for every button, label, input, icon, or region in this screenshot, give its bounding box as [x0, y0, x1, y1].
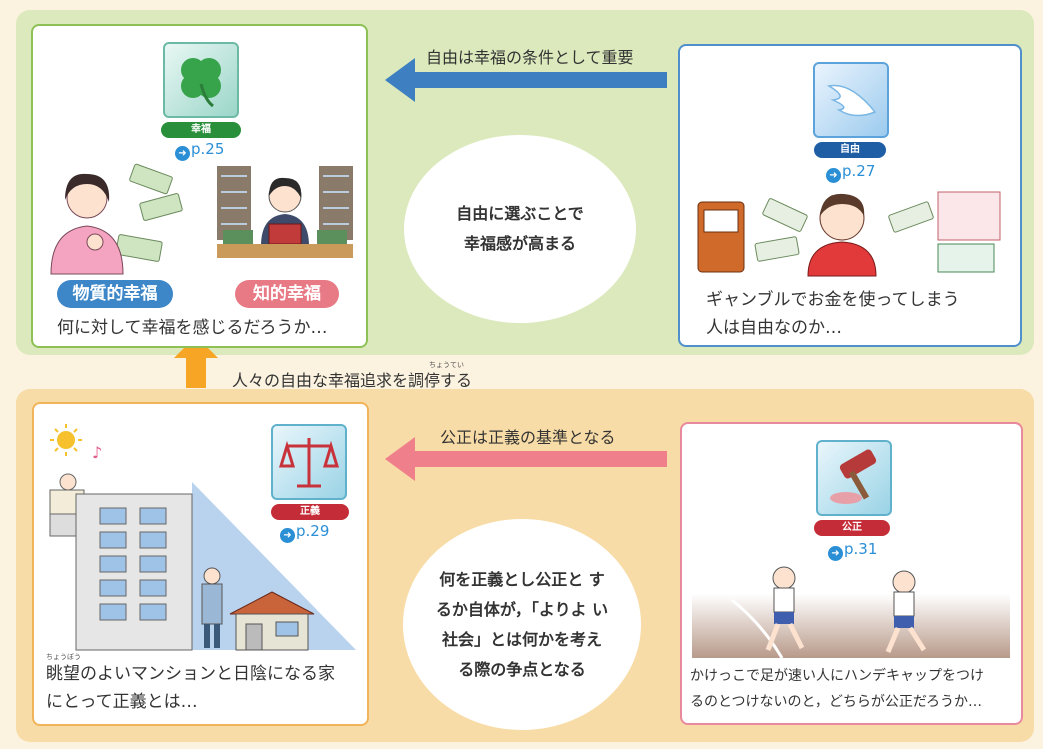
caption-happiness: 何に対して幸福を感じるだろうか…	[57, 318, 328, 338]
tag-material-happiness: 物質的幸福	[57, 280, 173, 308]
woman-with-money-illustration	[50, 163, 183, 275]
badge-fairness: 公正	[814, 520, 890, 536]
orange-up-arrow	[174, 336, 218, 388]
page-ref-justice[interactable]: ➜p.29	[280, 522, 329, 543]
wing-icon	[813, 62, 889, 138]
connector-fairness-justice: 公正は正義の基準となる	[440, 428, 616, 447]
page-ref-happiness[interactable]: ➜p.25	[175, 140, 224, 161]
card-freedom: 自由 ➜p.27 ギャンブルでお金を使ってしまう 人は自由なのか…	[678, 44, 1022, 347]
mansion-shade-illustration: ♪	[49, 424, 356, 651]
clover-icon	[163, 42, 239, 118]
caption-fairness-line2: るのとつけないのと，どちらが公正だろうか…	[690, 694, 983, 710]
card-fairness: 公正 ➜p.31 かけっこで足が速い人にハンデキャップをつけ るのとつけないのと…	[680, 422, 1023, 725]
ruby-choubou: ちょうぼう	[46, 653, 81, 661]
arrow-right-icon: ➜	[175, 146, 190, 161]
ruby-choutei: ちょうてい	[429, 361, 464, 369]
page-ref-text: p.31	[844, 540, 878, 558]
blue-arrow	[385, 58, 667, 102]
caption-justice-line1: 眺望のよいマンションと日陰になる家	[46, 664, 335, 684]
arrow-right-icon: ➜	[828, 546, 843, 561]
caption-justice-line2: にとって正義とは…	[46, 692, 198, 712]
arrow-right-icon: ➜	[280, 528, 295, 543]
running-race-illustration	[692, 566, 1010, 659]
page-ref-fairness[interactable]: ➜p.31	[828, 540, 877, 561]
bubble-bottom-text: 何を正義とし公正と するか自体が，「よりよ い社会」とは何かを考え る際の争点と…	[435, 569, 609, 679]
gambling-illustration	[697, 191, 1001, 277]
tag-intellectual-happiness: 知的幸福	[235, 280, 339, 308]
badge-justice: 正義	[271, 504, 349, 520]
gavel-icon	[816, 440, 892, 516]
page-ref-freedom[interactable]: ➜p.27	[826, 162, 875, 183]
page-ref-text: p.29	[296, 522, 330, 540]
connector-justice-happiness: 人々の自由な幸福追求を調停する	[232, 371, 473, 390]
page-ref-text: p.25	[191, 140, 225, 158]
pink-arrow	[385, 437, 667, 481]
arrow-right-icon: ➜	[826, 168, 841, 183]
caption-freedom-line1: ギャンブルでお金を使ってしまう	[706, 290, 960, 310]
student-library-illustration	[217, 166, 353, 258]
badge-happiness: 幸福	[161, 122, 241, 138]
bubble-top-text: 自由に選ぶことで 幸福感が高まる	[456, 204, 584, 253]
card-justice: 正義 ➜p.29 ♪ ちょうぼう 眺望のよいマンションと	[32, 402, 369, 726]
connector-freedom-happiness: 自由は幸福の条件として重要	[426, 48, 634, 67]
page-ref-text: p.27	[842, 162, 876, 180]
badge-freedom: 自由	[814, 142, 886, 158]
bubble-top: 自由に選ぶことで 幸福感が高まる	[404, 135, 636, 323]
caption-fairness-line1: かけっこで足が速い人にハンデキャップをつけ	[690, 668, 984, 684]
bubble-bottom: 何を正義とし公正と するか自体が，「よりよ い社会」とは何かを考え る際の争点と…	[403, 519, 641, 730]
caption-freedom-line2: 人は自由なのか…	[706, 318, 842, 338]
scales-icon	[271, 424, 347, 500]
card-happiness: 幸福 ➜p.25 物質的幸福 知的幸福 何に対して幸福を感じるだろうか…	[31, 24, 368, 348]
svg-text:♪: ♪	[92, 443, 102, 462]
